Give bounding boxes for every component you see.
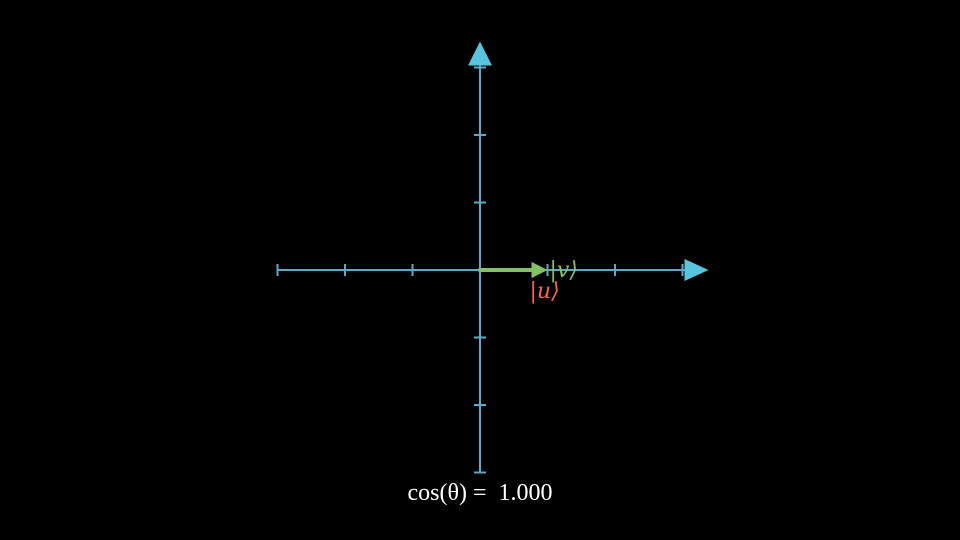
vector-v-label: |v⟩ (550, 258, 578, 283)
y-axis-arrowhead (468, 41, 492, 66)
vectors (478, 262, 548, 278)
vector-v-arrowhead (531, 262, 548, 278)
cosine-value: 1.000 (498, 480, 553, 506)
cosine-readout: cos(θ) = 1.000 (0, 478, 960, 508)
x-axis-arrowhead (684, 259, 709, 281)
cosine-expression: cos(θ) = (407, 480, 487, 506)
axes (276, 41, 709, 474)
vector-u-label: |u⟩ (530, 279, 560, 304)
